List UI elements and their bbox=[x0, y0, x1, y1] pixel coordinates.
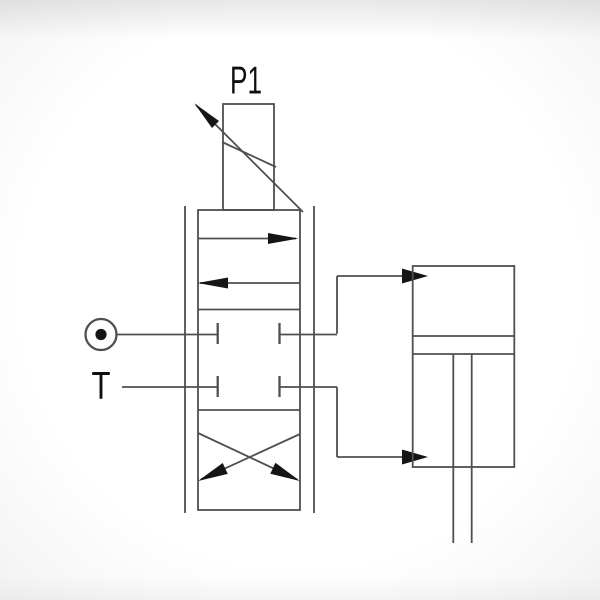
valve-position-closed-center bbox=[216, 323, 281, 397]
gauge-point-symbol bbox=[84, 317, 118, 352]
cylinder-circuit-lines bbox=[279, 268, 428, 465]
pilot-inner-diagonal-line bbox=[221, 141, 277, 168]
flow-arrow-left-head-icon bbox=[197, 277, 228, 289]
pilot-valve-symbol bbox=[194, 103, 304, 213]
cylinder-barrel bbox=[411, 265, 516, 468]
crossed-arrow-downleft-head-icon bbox=[198, 463, 228, 481]
pilot-arrowhead-icon bbox=[194, 103, 219, 128]
valve-body-outline bbox=[197, 209, 301, 511]
tank-port-label: T bbox=[92, 365, 111, 408]
valve-position-parallel-flow bbox=[197, 233, 300, 289]
directional-valve-body bbox=[197, 209, 301, 511]
valve-position-crossed-flow bbox=[197, 432, 301, 481]
pilot-port-label: P1 bbox=[230, 60, 262, 103]
flow-arrow-right-head-icon bbox=[268, 233, 299, 244]
crossed-arrow-downright-head-icon bbox=[270, 462, 300, 481]
cylinder-inlet-top-arrow-icon bbox=[402, 268, 428, 284]
cylinder-symbol bbox=[411, 265, 516, 543]
gauge-point-dot bbox=[95, 328, 107, 341]
cylinder-inlet-bottom-arrow-icon bbox=[402, 449, 428, 465]
